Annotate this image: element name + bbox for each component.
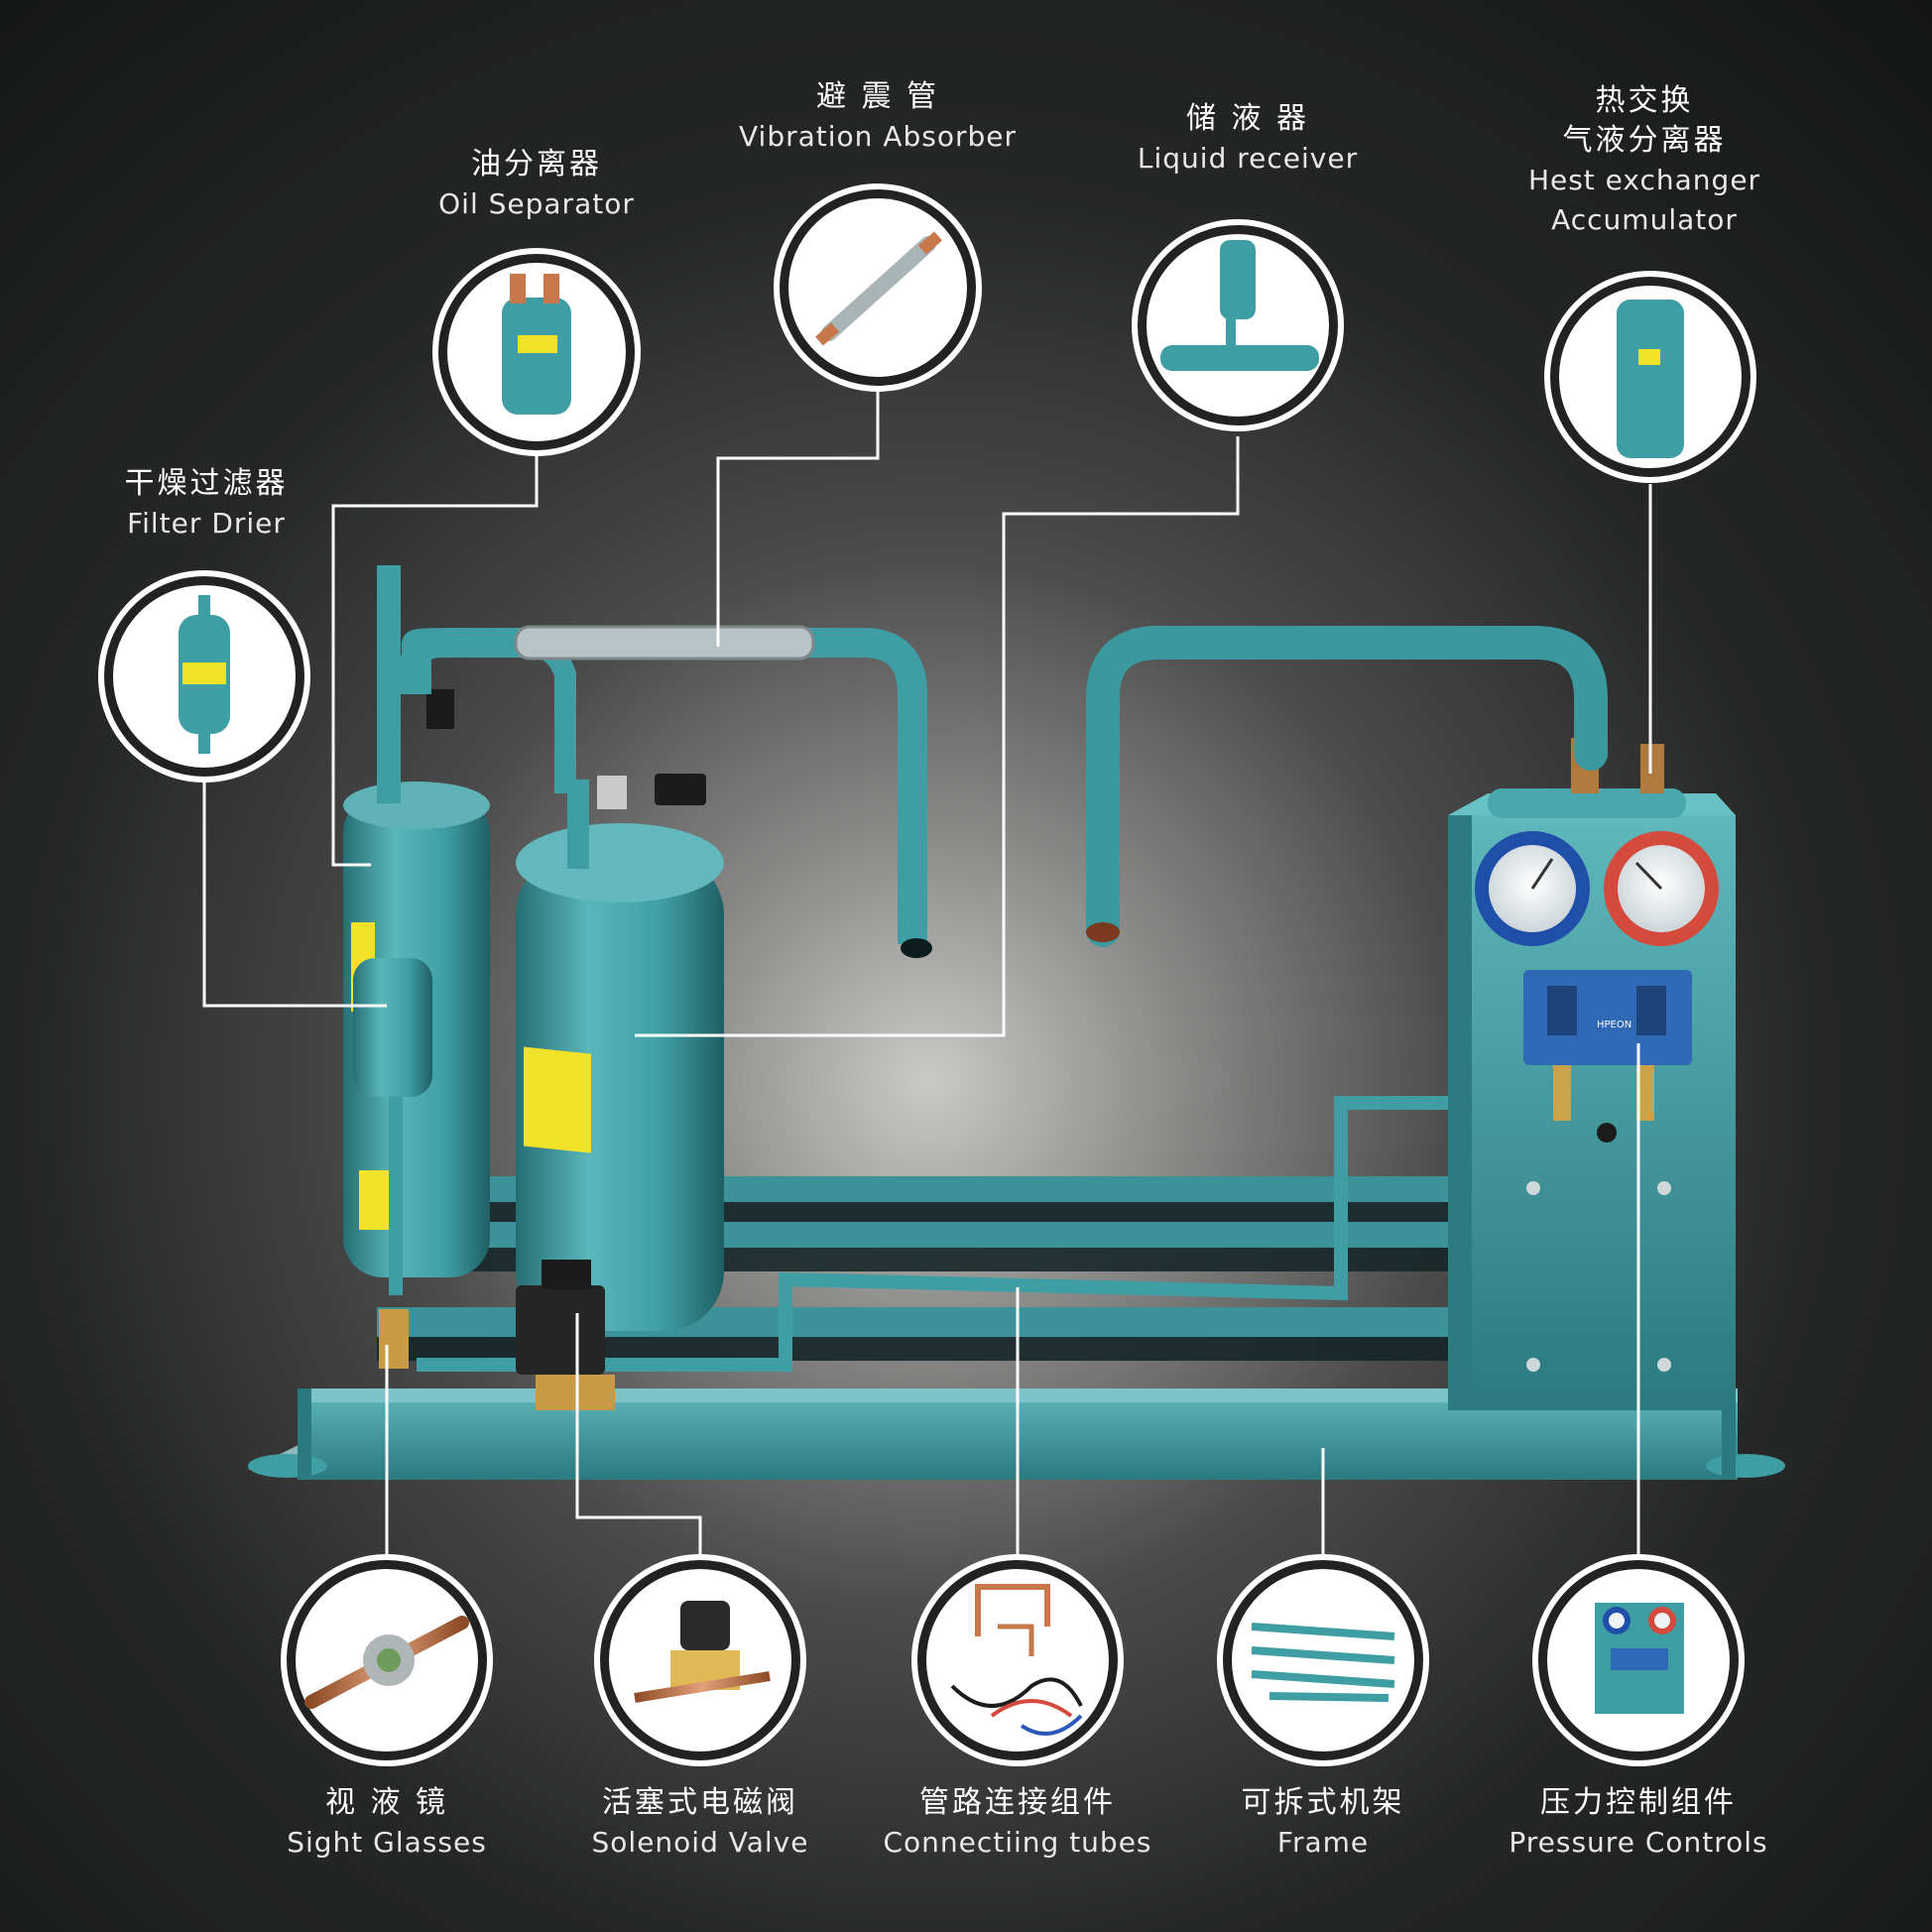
badge-filter-drier (98, 570, 310, 783)
callout-lines (202, 389, 1652, 1557)
badge-vibration-absorber (774, 183, 982, 392)
label-en: Connectiing tubes (883, 1826, 1152, 1859)
label-en: Hest exchanger Accumulator (1527, 164, 1761, 236)
badge-oil-separator (432, 248, 641, 456)
label-zh: 活塞式电磁阀 (602, 1785, 798, 1820)
badge-pressure-controls (1532, 1554, 1745, 1766)
label-zh: 干燥过滤器 (124, 466, 289, 501)
badge-frame (1217, 1554, 1429, 1766)
label-pressure-controls: 压力控制组件 Pressure Controls (1450, 1783, 1827, 1863)
badge-heat-exchanger (1544, 271, 1756, 483)
label-zh: 避 震 管 (815, 79, 940, 114)
label-liquid-receiver: 储 液 器 Liquid receiver (1059, 99, 1436, 179)
suction-pipe (1086, 626, 1608, 947)
solenoid-valve-part (516, 1260, 615, 1410)
badge-solenoid-valve (594, 1554, 806, 1766)
label-zh: 储 液 器 (1185, 101, 1310, 136)
label-frame: 可拆式机架 Frame (1135, 1783, 1511, 1863)
label-en: Liquid receiver (1137, 142, 1359, 175)
frame-base (248, 1389, 1785, 1480)
label-heat-exchanger: 热交换 气液分离器 Hest exchanger Accumulator (1456, 81, 1833, 240)
label-en: Sight Glasses (287, 1826, 487, 1859)
label-zh: 热交换 气液分离器 (1562, 83, 1727, 158)
label-zh: 压力控制组件 (1540, 1785, 1737, 1820)
label-zh: 可拆式机架 (1241, 1785, 1405, 1820)
label-en: Filter Drier (127, 507, 286, 540)
svg-text:HPEON: HPEON (1597, 1020, 1631, 1030)
vibration-absorber-hose (514, 625, 815, 661)
label-filter-drier: 干燥过滤器 Filter Drier (18, 464, 395, 543)
label-solenoid-valve: 活塞式电磁阀 Solenoid Valve (512, 1783, 889, 1863)
label-vibration-absorber: 避 震 管 Vibration Absorber (689, 77, 1066, 157)
badge-connecting-tubes (911, 1554, 1124, 1766)
connecting-tube (417, 1096, 1448, 1372)
badge-liquid-receiver (1132, 219, 1344, 431)
label-oil-separator: 油分离器 Oil Separator (348, 145, 725, 224)
control-box: HPEON (1448, 793, 1736, 1410)
label-en: Solenoid Valve (591, 1826, 809, 1859)
label-sight-glasses: 视 液 镜 Sight Glasses (198, 1783, 575, 1863)
label-en: Vibration Absorber (739, 120, 1017, 153)
sight-glass-part (379, 1309, 409, 1369)
label-zh: 视 液 镜 (324, 1785, 449, 1820)
label-zh: 管路连接组件 (919, 1785, 1116, 1820)
label-en: Frame (1276, 1826, 1370, 1859)
receiver-tank (516, 774, 724, 1331)
label-en: Oil Separator (438, 187, 635, 220)
label-connecting-tubes: 管路连接组件 Connectiing tubes (829, 1783, 1206, 1863)
filter-drier-part (353, 958, 432, 1295)
label-zh: 油分离器 (471, 147, 602, 181)
badge-sight-glasses (281, 1554, 493, 1766)
label-en: Pressure Controls (1509, 1826, 1768, 1859)
